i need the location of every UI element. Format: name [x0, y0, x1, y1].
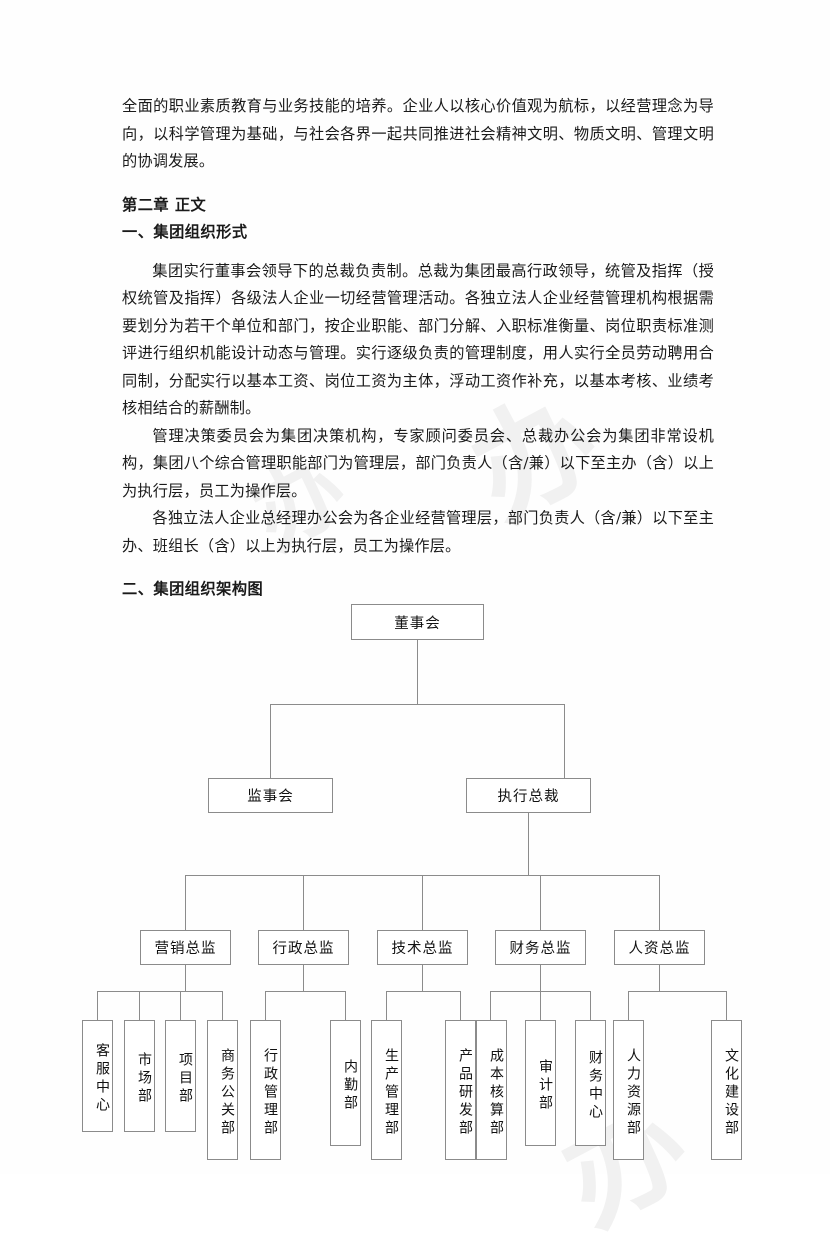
section-one-paragraph-1: 集团实行董事会领导下的总裁负责制。总裁为集团最高行政领导，统管及指挥（授权统管及… [122, 261, 714, 418]
org-node-director-technology[interactable]: 技术总监 [377, 930, 468, 965]
connector-g5-bus [628, 991, 726, 992]
org-node-director-administration[interactable]: 行政总监 [258, 930, 349, 965]
org-node-dept-internal-affairs[interactable]: 内勤部 [330, 1020, 361, 1146]
org-node-dept-human-resources[interactable]: 人力资源部 [613, 1020, 644, 1160]
connector-g5-drop-1 [628, 991, 629, 1020]
connector-level2-drop-1 [270, 704, 271, 778]
connector-g5-drop-2 [726, 991, 727, 1020]
org-chart: 董事会 监事会 执行总裁 营销总监 行政总监 技术总监 [0, 560, 830, 1160]
connector-level2-drop-2 [564, 704, 565, 778]
connector-director-drop-1 [185, 875, 186, 930]
org-node-dept-admin-management[interactable]: 行政管理部 [250, 1020, 281, 1160]
connector-level2-bus [270, 704, 564, 705]
org-node-executive-president[interactable]: 执行总裁 [466, 778, 591, 813]
org-node-supervisory-board[interactable]: 监事会 [208, 778, 333, 813]
chapter-heading: 第二章 正文 [122, 195, 207, 214]
connector-root-stem [417, 640, 418, 704]
connector-president-stem [528, 813, 529, 875]
org-node-dept-finance-center[interactable]: 财务中心 [575, 1020, 606, 1146]
org-node-dept-audit[interactable]: 审计部 [525, 1020, 556, 1146]
section-two-heading: 二、集团组织架构图 [122, 580, 264, 598]
connector-g4-stem [540, 965, 541, 991]
connector-g1-stem [185, 965, 186, 991]
connector-g3-drop-2 [460, 991, 461, 1020]
connector-g4-drop-1 [490, 991, 491, 1020]
connector-g2-bus [265, 991, 345, 992]
document-page: 办 办 办 全面的职业素质教育与业务技能的培养。企业人以核心价值观为航标，以经营… [0, 93, 830, 1252]
connector-g5-stem [659, 965, 660, 991]
connector-g2-stem [303, 965, 304, 991]
org-node-dept-culture-construction[interactable]: 文化建设部 [711, 1020, 742, 1160]
connector-g1-drop-4 [222, 991, 223, 1020]
org-node-dept-cost-accounting[interactable]: 成本核算部 [476, 1020, 507, 1160]
section-one-paragraph-3: 各独立法人企业总经理办公会为各企业经营管理层，部门负责人（含/兼）以下至主办、班… [122, 509, 714, 555]
org-node-director-hr[interactable]: 人资总监 [614, 930, 705, 965]
connector-g3-stem [422, 965, 423, 991]
intro-paragraph: 全面的职业素质教育与业务技能的培养。企业人以核心价值观为航标，以经营理念为导向，… [122, 97, 714, 170]
org-node-director-marketing[interactable]: 营销总监 [140, 930, 231, 965]
section-one-heading: 一、集团组织形式 [122, 223, 248, 241]
org-node-dept-customer-service[interactable]: 客服中心 [82, 1020, 113, 1132]
connector-g1-drop-2 [139, 991, 140, 1020]
connector-g1-drop-1 [97, 991, 98, 1020]
org-node-root[interactable]: 董事会 [351, 604, 484, 640]
org-node-dept-business-pr[interactable]: 商务公关部 [207, 1020, 238, 1160]
org-node-dept-production-management[interactable]: 生产管理部 [371, 1020, 402, 1160]
connector-director-drop-4 [540, 875, 541, 930]
connector-g3-drop-1 [386, 991, 387, 1020]
connector-g4-drop-2 [540, 991, 541, 1020]
connector-g1-drop-3 [180, 991, 181, 1020]
connector-director-drop-3 [422, 875, 423, 930]
org-node-director-finance[interactable]: 财务总监 [495, 930, 586, 965]
connector-g3-bus [386, 991, 460, 992]
org-node-dept-marketing[interactable]: 市场部 [124, 1020, 155, 1132]
document-text-block: 全面的职业素质教育与业务技能的培养。企业人以核心价值观为航标，以经营理念为导向，… [122, 93, 714, 604]
connector-g1-bus [97, 991, 222, 992]
section-one-paragraph-2: 管理决策委员会为集团决策机构，专家顾问委员会、总裁办公会为集团非常设机构，集团八… [122, 426, 714, 500]
org-node-dept-project[interactable]: 项目部 [165, 1020, 196, 1132]
connector-g2-drop-1 [265, 991, 266, 1020]
connector-director-drop-2 [303, 875, 304, 930]
connector-director-drop-5 [659, 875, 660, 930]
connector-g4-drop-3 [590, 991, 591, 1020]
org-node-dept-product-rd[interactable]: 产品研发部 [445, 1020, 476, 1160]
connector-g2-drop-2 [345, 991, 346, 1020]
